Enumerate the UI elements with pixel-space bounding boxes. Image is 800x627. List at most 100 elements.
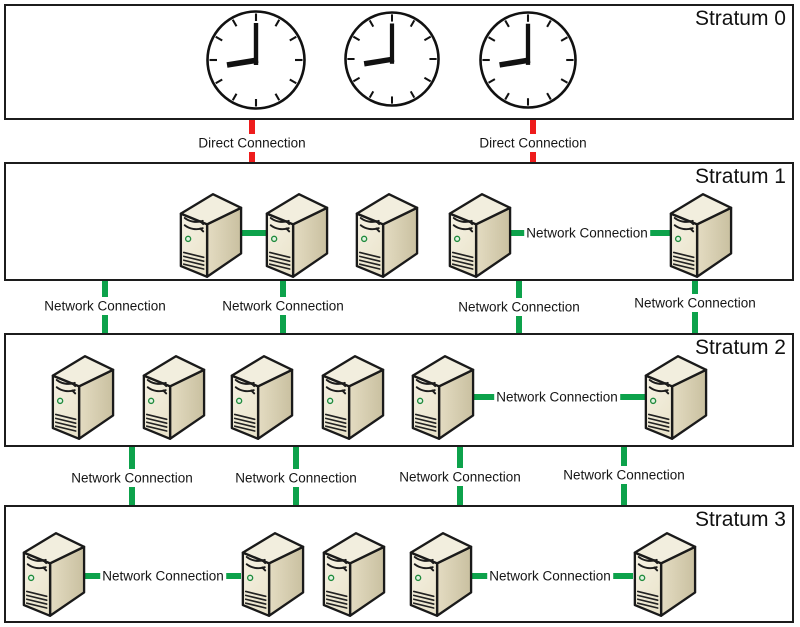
vent-grille	[414, 413, 437, 432]
network-connection-label: Network Connection	[100, 568, 226, 584]
server-icon	[669, 193, 733, 278]
hour-hand	[363, 56, 395, 67]
vent-grille	[268, 251, 291, 270]
drive-bay-lines	[413, 556, 435, 572]
drive-bay-lines	[55, 379, 77, 395]
server-icon	[409, 532, 473, 617]
drive-bay-lines	[26, 556, 48, 572]
direct-connection-line	[530, 120, 536, 134]
reference-clock-icon	[206, 10, 306, 110]
network-connection-line	[102, 281, 108, 297]
drive-bay-lines	[183, 217, 205, 233]
server-icon	[22, 532, 86, 617]
network-connection-line	[83, 573, 104, 579]
server-icon	[321, 355, 385, 440]
power-led	[416, 397, 424, 405]
network-connection-line	[516, 316, 522, 333]
vent-grille	[325, 590, 348, 609]
server-icon	[265, 193, 329, 278]
network-connection-label: Network Connection	[397, 469, 523, 485]
vent-grille	[636, 590, 659, 609]
power-led	[246, 574, 254, 582]
network-connection-line	[129, 447, 135, 469]
vent-grille	[451, 251, 474, 270]
direct-connection-label: Direct Connection	[196, 135, 308, 151]
power-led	[147, 397, 155, 405]
drive-bay-lines	[325, 379, 347, 395]
server-icon	[448, 193, 512, 278]
network-connection-line	[457, 486, 463, 505]
drive-bay-lines	[637, 556, 659, 572]
power-led	[326, 397, 334, 405]
vent-grille	[244, 590, 267, 609]
hour-hand	[226, 57, 259, 68]
drive-bay-lines	[415, 379, 437, 395]
reference-clock-icon	[479, 11, 577, 109]
power-led	[270, 235, 278, 243]
network-connection-label: Network Connection	[524, 225, 650, 241]
power-led	[184, 235, 192, 243]
drive-bay-lines	[648, 379, 670, 395]
server-icon	[644, 355, 708, 440]
network-connection-line	[469, 394, 497, 400]
hour-hand	[499, 57, 531, 68]
direct-connection-line	[249, 152, 255, 162]
network-connection-line	[692, 312, 698, 333]
network-connection-line	[468, 573, 491, 579]
vent-grille	[25, 590, 48, 609]
drive-bay-lines	[269, 217, 291, 233]
direct-connection-label: Direct Connection	[477, 135, 589, 151]
vent-grille	[412, 590, 435, 609]
direct-connection-line	[530, 152, 536, 162]
network-connection-line	[293, 487, 299, 505]
vent-grille	[233, 413, 256, 432]
vent-grille	[358, 251, 381, 270]
reference-clock-icon	[344, 11, 440, 107]
power-led	[360, 235, 368, 243]
power-led	[414, 574, 422, 582]
stratum-label-0: Stratum 0	[694, 7, 786, 30]
power-led	[27, 574, 35, 582]
server-icon	[355, 193, 419, 278]
network-connection-line	[280, 281, 286, 297]
server-icon	[51, 355, 115, 440]
power-led	[56, 397, 64, 405]
server-icon	[322, 532, 386, 617]
power-led	[235, 397, 243, 405]
vent-grille	[647, 413, 670, 432]
vent-grille	[324, 413, 347, 432]
server-icon	[411, 355, 475, 440]
network-connection-label: Network Connection	[69, 470, 195, 486]
stratum-label-2: Stratum 2	[694, 336, 786, 359]
network-connection-line	[516, 281, 522, 298]
power-led	[327, 574, 335, 582]
network-connection-line	[129, 487, 135, 505]
network-connection-line	[621, 484, 627, 505]
network-connection-line	[617, 394, 646, 400]
server-icon	[179, 193, 243, 278]
network-connection-line	[692, 281, 698, 294]
direct-connection-line	[249, 120, 255, 134]
power-led	[638, 574, 646, 582]
network-connection-line	[457, 447, 463, 468]
drive-bay-lines	[326, 556, 348, 572]
network-connection-line	[609, 573, 633, 579]
network-connection-label: Network Connection	[42, 298, 168, 314]
network-connection-label: Network Connection	[632, 295, 758, 311]
server-icon	[633, 532, 697, 617]
network-connection-label: Network Connection	[494, 389, 620, 405]
network-connection-line	[280, 315, 286, 333]
server-icon	[142, 355, 206, 440]
network-connection-label: Network Connection	[561, 467, 687, 483]
network-connection-line	[221, 573, 241, 579]
stratum-label-1: Stratum 1	[694, 165, 786, 188]
drive-bay-lines	[234, 379, 256, 395]
network-connection-line	[507, 230, 529, 236]
network-connection-label: Network Connection	[220, 298, 346, 314]
power-led	[453, 235, 461, 243]
stratum-label-3: Stratum 3	[694, 508, 786, 531]
drive-bay-lines	[359, 217, 381, 233]
power-led	[649, 397, 657, 405]
network-connection-label: Network Connection	[487, 568, 613, 584]
